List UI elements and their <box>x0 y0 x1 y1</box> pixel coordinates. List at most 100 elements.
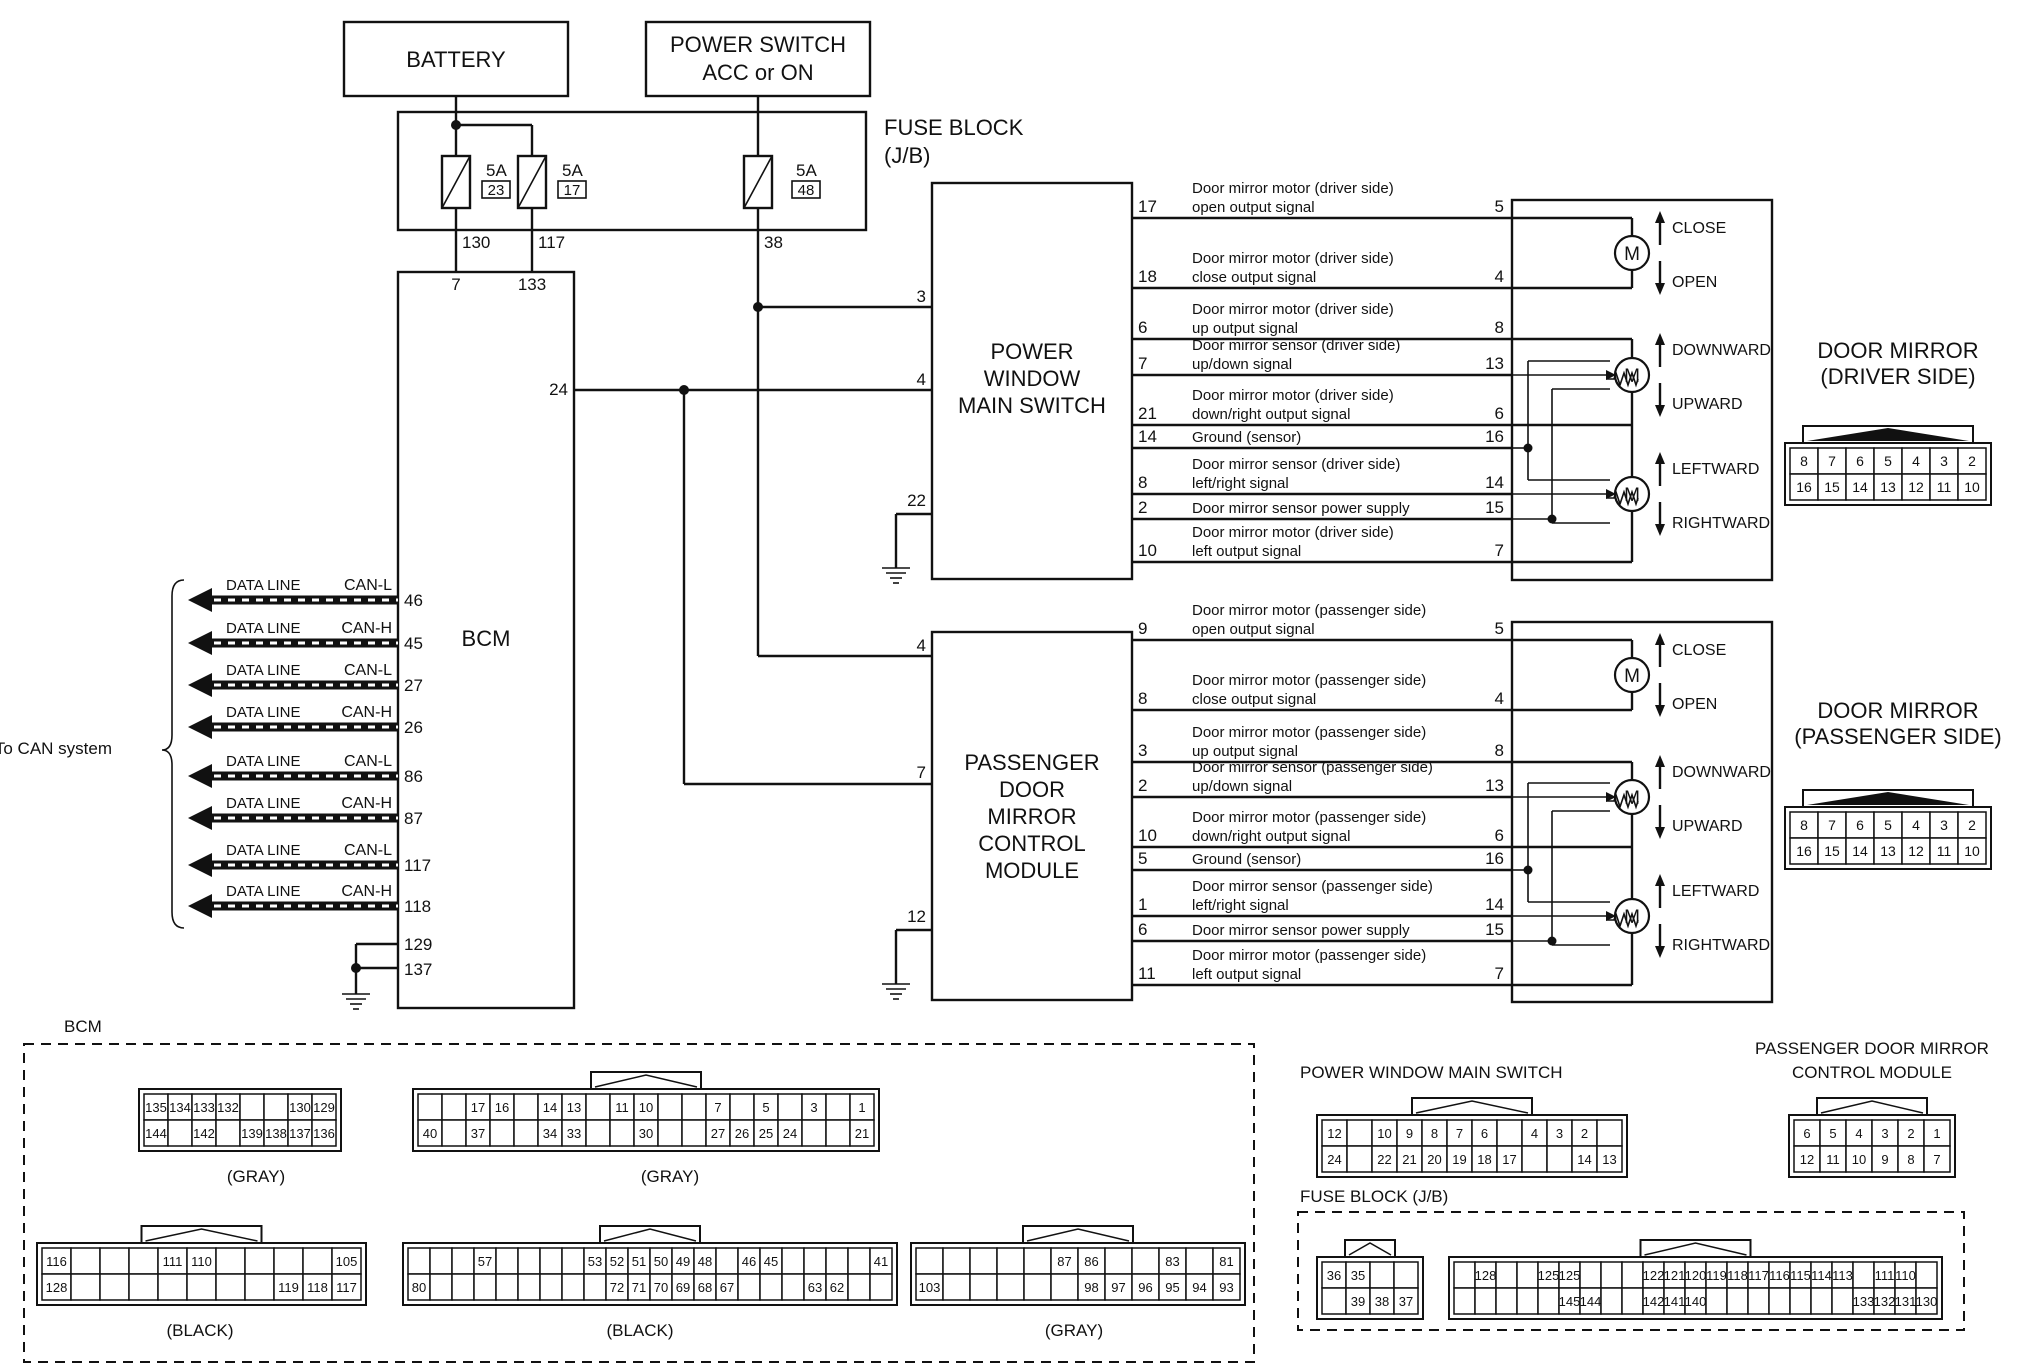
connector-pin: 119 <box>278 1280 299 1295</box>
connector-pin: 80 <box>412 1280 426 1295</box>
connector-pin: 5 <box>1884 817 1892 833</box>
connector-pin: 131 <box>1895 1294 1917 1309</box>
arrow-right-icon <box>1606 911 1616 921</box>
connector-pin: 26 <box>735 1126 749 1141</box>
connector-pin: 135 <box>145 1100 167 1115</box>
connector-pin: 63 <box>808 1280 822 1295</box>
connector-pin: 110 <box>191 1254 212 1269</box>
connector-pin: 2 <box>1907 1126 1914 1141</box>
connector-pin: 125 <box>1559 1268 1581 1283</box>
connector-key <box>140 1225 263 1244</box>
connector-pin: 144 <box>145 1126 167 1141</box>
signal-pin-left: 3 <box>1138 741 1147 760</box>
connector-pin: 35 <box>1351 1268 1365 1283</box>
connector-pin: 137 <box>289 1126 311 1141</box>
connector-pin: 116 <box>1769 1268 1790 1283</box>
signal-pin-left: 14 <box>1138 427 1157 446</box>
connector-pin: 4 <box>1912 817 1920 833</box>
connector-pin: 118 <box>1727 1268 1748 1283</box>
signal-description: Door mirror motor (passenger side) <box>1192 947 1426 964</box>
arrow-down-icon <box>1655 827 1665 839</box>
fuse-48: 5A 48 <box>742 154 821 210</box>
arrow-right-icon <box>1606 792 1616 802</box>
direction-label: LEFTWARD <box>1672 461 1759 478</box>
connector-key <box>1816 1097 1928 1116</box>
connector-pin: 93 <box>1219 1280 1233 1295</box>
pwms-label: POWER <box>990 339 1073 364</box>
signal-pin-left: 10 <box>1138 541 1157 560</box>
arrow-left-icon <box>188 715 212 739</box>
arrow-left-icon <box>188 764 212 788</box>
pdmcm-connector-title: PASSENGER DOOR MIRROR <box>1755 1039 1989 1058</box>
direction-label: UPWARD <box>1672 818 1743 835</box>
bcm-pin: 45 <box>404 634 423 653</box>
can-data-label: DATA LINE <box>226 620 300 637</box>
pdmcm-label: MODULE <box>985 858 1079 883</box>
power-switch-mode: ACC or ON <box>702 60 813 85</box>
connector-pin: 27 <box>711 1126 725 1141</box>
connector-pin: 3 <box>1940 817 1948 833</box>
motor-symbol: M <box>1624 366 1640 387</box>
arrow-down-icon <box>1655 946 1665 958</box>
connector-pin: 5 <box>1829 1126 1836 1141</box>
connector-pin: 125 <box>1538 1268 1560 1283</box>
fuse-amp: 5A <box>796 161 817 180</box>
connector-pin: 136 <box>313 1126 335 1141</box>
connector-color: (BLACK) <box>166 1321 233 1340</box>
connector-pin: 5 <box>762 1100 769 1115</box>
junction-dot <box>451 120 461 130</box>
can-type-label: CAN-H <box>341 795 392 812</box>
connector-pin: 86 <box>1084 1254 1098 1269</box>
connector-pin: 12 <box>1908 843 1924 859</box>
connector-pin: 7 <box>714 1100 721 1115</box>
fuse-23: 5A 23 <box>440 154 511 210</box>
signal-description: left output signal <box>1192 966 1301 983</box>
connector-pin: 48 <box>698 1254 712 1269</box>
fuse-pin: 130 <box>462 233 490 252</box>
bcm-pin: 27 <box>404 676 423 695</box>
connector-pin: 140 <box>1685 1294 1707 1309</box>
connector-key <box>590 1071 702 1090</box>
connector-pin: 3 <box>1556 1126 1563 1141</box>
signal-pin-right: 5 <box>1495 619 1504 638</box>
bcm-pin: 133 <box>518 275 546 294</box>
connector-pin: 17 <box>1502 1152 1516 1167</box>
arrow-left-icon <box>188 673 212 697</box>
connector-pin: 45 <box>764 1254 778 1269</box>
connector-color: (BLACK) <box>606 1321 673 1340</box>
connector-key <box>599 1225 701 1244</box>
motor-symbol: M <box>1624 907 1640 928</box>
can-data-label: DATA LINE <box>226 577 300 594</box>
connector-pin: 14 <box>1852 843 1868 859</box>
arrow-down-icon <box>1655 524 1665 536</box>
signal-description: Door mirror sensor power supply <box>1192 922 1410 939</box>
connector-key <box>1411 1097 1533 1116</box>
connector-pin: 103 <box>919 1280 941 1295</box>
connector-key <box>1344 1239 1396 1258</box>
connector-pin: 13 <box>1880 843 1896 859</box>
signal-description: Door mirror sensor (passenger side) <box>1192 878 1433 895</box>
connector-pin: 117 <box>336 1280 357 1295</box>
connector-pin: 132 <box>217 1100 239 1115</box>
pwms-pin: 3 <box>917 287 926 306</box>
signal-pin-right: 16 <box>1485 849 1504 868</box>
bcm-pin: 86 <box>404 767 423 786</box>
signal-pin-right: 8 <box>1495 741 1504 760</box>
signal-pin-left: 7 <box>1138 354 1147 373</box>
pdmcm-connector-subtitle: CONTROL MODULE <box>1792 1063 1952 1082</box>
arrow-up-icon <box>1655 333 1665 345</box>
connector-pin: 97 <box>1111 1280 1125 1295</box>
motor-symbol: M <box>1624 485 1640 506</box>
direction-label: DOWNWARD <box>1672 342 1771 359</box>
connector-pin: 24 <box>1327 1152 1341 1167</box>
signal-description: Door mirror motor (passenger side) <box>1192 809 1426 826</box>
sensor-resistor-icon <box>1606 911 1639 929</box>
